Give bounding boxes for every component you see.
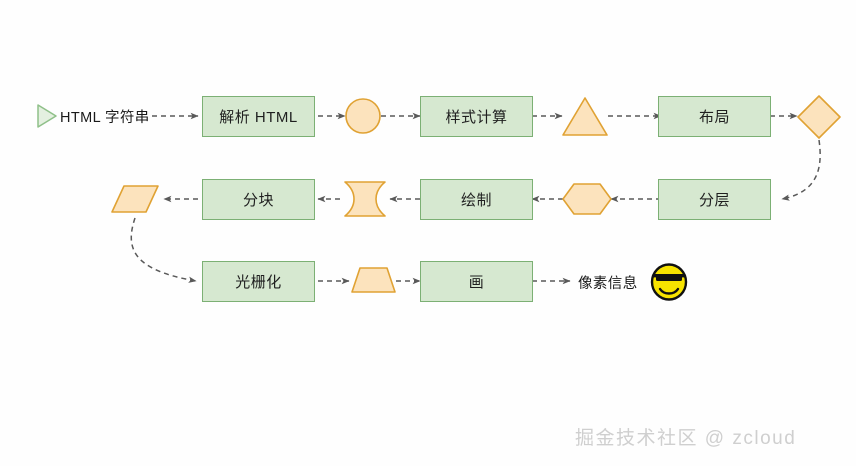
node-draw[interactable]: 画 — [420, 261, 533, 302]
node-layout[interactable]: 布局 — [658, 96, 771, 137]
parallelogram-shape — [111, 185, 159, 213]
node-layout-label: 布局 — [698, 109, 730, 126]
start-label-text: HTML 字符串 — [60, 109, 150, 126]
start-label: HTML 字符串 — [60, 104, 150, 128]
hexagon-shape — [562, 183, 612, 215]
node-layering[interactable]: 分层 — [658, 179, 771, 220]
node-parse-html[interactable]: 解析 HTML — [202, 96, 315, 137]
node-style-calculation[interactable]: 样式计算 — [420, 96, 533, 137]
node-paint[interactable]: 绘制 — [420, 179, 533, 220]
circle-shape — [345, 98, 381, 134]
play-triangle-icon — [37, 104, 57, 128]
node-rasterization-label: 光栅化 — [235, 274, 282, 291]
end-label: 像素信息 — [578, 270, 638, 294]
sunglasses-smiley-emoji — [650, 263, 688, 301]
triangle-shape — [562, 97, 608, 136]
node-paint-label: 绘制 — [460, 192, 492, 209]
node-tiling-label: 分块 — [242, 192, 274, 209]
arrow-diamond-to-layer — [781, 139, 821, 201]
node-tiling[interactable]: 分块 — [202, 179, 315, 220]
node-draw-label: 画 — [468, 274, 485, 291]
end-label-text: 像素信息 — [578, 275, 638, 292]
watermark-text: 掘金技术社区 @ zcloud — [575, 428, 797, 449]
arrow-parallelogram-to-raster — [130, 217, 197, 283]
node-layering-label: 分层 — [698, 192, 730, 209]
node-rasterization[interactable]: 光栅化 — [202, 261, 315, 302]
node-parse-html-label: 解析 HTML — [219, 109, 298, 126]
trapezoid-shape — [351, 267, 396, 293]
node-style-calculation-label: 样式计算 — [445, 109, 508, 126]
watermark: 掘金技术社区 @ zcloud — [575, 423, 796, 450]
stored-data-shape — [344, 181, 386, 217]
diamond-shape — [797, 95, 841, 139]
